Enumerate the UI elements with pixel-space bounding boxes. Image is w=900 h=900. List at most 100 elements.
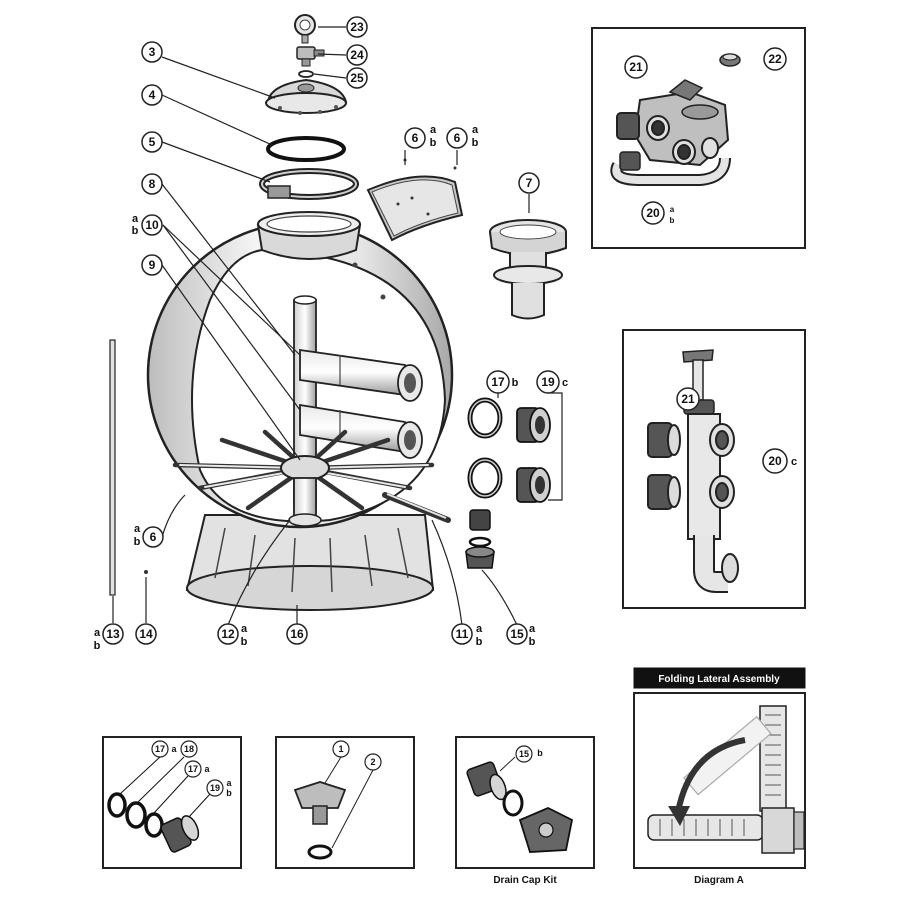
callout-10: 10 a b	[132, 213, 163, 237]
svg-text:12: 12	[221, 627, 235, 641]
svg-text:17: 17	[155, 744, 165, 754]
svg-text:b: b	[226, 788, 232, 798]
svg-text:16: 16	[290, 627, 304, 641]
svg-text:9: 9	[149, 258, 156, 272]
svg-text:19: 19	[210, 783, 220, 793]
callout-12: 12 a b	[217, 623, 248, 648]
svg-text:a: a	[134, 523, 141, 535]
svg-text:3: 3	[149, 45, 156, 59]
filter-dome	[265, 78, 348, 115]
svg-text:4: 4	[149, 88, 156, 102]
diagram-a-banner: Folding Lateral Assembly	[658, 674, 780, 685]
cover-plate	[366, 175, 464, 242]
callout-6c: 6 a b	[134, 523, 164, 548]
svg-text:24: 24	[350, 48, 364, 62]
svg-text:21: 21	[681, 392, 695, 406]
svg-text:b: b	[241, 636, 248, 648]
small-screw	[144, 570, 148, 574]
tank-neck	[256, 211, 362, 260]
sight-tube	[109, 339, 116, 596]
svg-text:25: 25	[350, 71, 364, 85]
svg-text:7: 7	[526, 176, 533, 190]
inset-drain-cap-kit: 15 b	[455, 736, 595, 869]
svg-text:21: 21	[629, 60, 643, 74]
callout-11: 11 a b	[451, 623, 483, 648]
lower-lateral-pipe	[299, 403, 423, 459]
svg-text:a: a	[670, 205, 675, 214]
svg-text:5: 5	[149, 135, 156, 149]
diffuser	[489, 219, 567, 320]
inset-drain-plug: 1 2	[275, 736, 415, 869]
svg-text:11: 11	[456, 627, 469, 641]
callout-6b: 6 a b	[446, 124, 479, 149]
svg-text:15: 15	[519, 749, 529, 759]
callout-21a: 21	[624, 55, 648, 79]
callout-6a: 6 a b	[404, 124, 437, 149]
svg-text:a: a	[94, 627, 101, 639]
svg-text:1: 1	[338, 744, 343, 754]
svg-text:14: 14	[139, 627, 153, 641]
svg-text:a: a	[226, 778, 232, 788]
callout-7: 7	[518, 172, 540, 194]
svg-text:20: 20	[646, 206, 660, 220]
svg-text:22: 22	[768, 52, 782, 66]
svg-text:a: a	[204, 764, 210, 774]
svg-text:b: b	[537, 748, 543, 758]
callout-24: 24	[346, 44, 368, 66]
callout-16: 16	[286, 623, 308, 645]
callout-13: 13 a b	[94, 623, 124, 652]
svg-text:15: 15	[510, 627, 524, 641]
svg-text:b: b	[512, 377, 519, 389]
svg-text:17: 17	[188, 764, 198, 774]
callout-5: 5	[141, 131, 163, 153]
callout-9: 9	[141, 254, 163, 276]
pressure-gauge	[294, 14, 316, 44]
callout-19c: 19 c	[536, 370, 568, 394]
svg-text:a: a	[132, 213, 139, 225]
svg-text:a: a	[430, 124, 437, 136]
callout-4: 4	[141, 84, 163, 106]
svg-text:c: c	[562, 377, 568, 389]
svg-text:20: 20	[768, 454, 782, 468]
svg-text:2: 2	[370, 757, 375, 767]
filter-tank	[146, 211, 454, 611]
callout-14: 14	[135, 623, 157, 645]
inset-union-kit: 17 a 18 17 a 19 a b	[102, 736, 242, 869]
svg-text:10: 10	[145, 218, 159, 232]
svg-text:17: 17	[491, 375, 505, 389]
external-lateral	[382, 492, 451, 523]
drain-cap-kit-caption: Drain Cap Kit	[493, 875, 557, 886]
union-fittings	[516, 407, 551, 503]
svg-text:b: b	[529, 636, 536, 648]
svg-text:19: 19	[541, 375, 555, 389]
svg-text:a: a	[241, 623, 248, 635]
callout-21b: 21	[676, 387, 700, 411]
diagram-a-caption: Diagram A	[694, 875, 744, 886]
svg-text:c: c	[791, 456, 797, 468]
inset-diagram-a: Folding Lateral Assembly	[633, 667, 806, 869]
callout-25: 25	[346, 67, 368, 89]
union-o-rings	[467, 397, 503, 499]
svg-text:18: 18	[184, 744, 194, 754]
callout-23: 23	[346, 16, 368, 38]
callout-17b: 17 b	[486, 370, 519, 394]
svg-text:b: b	[430, 137, 437, 149]
callout-20c: 20 c	[762, 448, 797, 474]
svg-text:b: b	[670, 216, 675, 225]
o-ring-top	[298, 70, 314, 78]
upper-lateral-pipe	[299, 348, 423, 402]
svg-text:6: 6	[412, 131, 419, 145]
tank-base	[185, 514, 435, 611]
air-relief-valve	[296, 46, 325, 67]
svg-text:b: b	[132, 225, 139, 237]
lateral-hub	[172, 429, 435, 527]
callout-3: 3	[141, 41, 163, 63]
svg-text:6: 6	[454, 131, 461, 145]
svg-text:b: b	[94, 640, 101, 652]
callout-20a: 20 a b	[641, 201, 675, 225]
drain-cap	[465, 509, 495, 569]
dome-o-ring	[266, 136, 346, 162]
callout-8: 8	[141, 173, 163, 195]
svg-text:a: a	[171, 744, 177, 754]
